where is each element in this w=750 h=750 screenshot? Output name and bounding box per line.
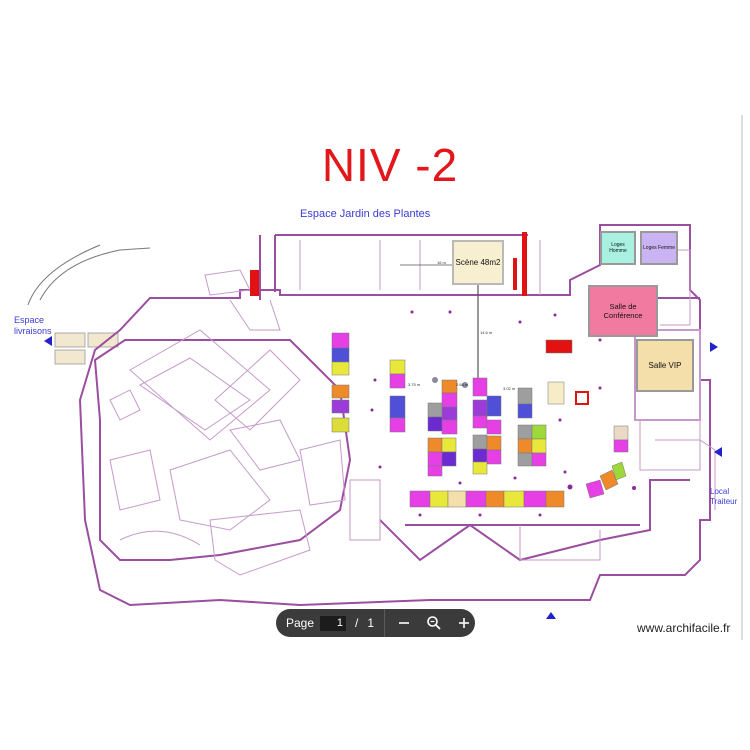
page-separator: /: [355, 616, 359, 630]
dimension-label: 3.75 m: [408, 382, 421, 387]
dimension-label: 3.02 m: [503, 386, 516, 391]
pillars: [370, 310, 636, 517]
zoom-button[interactable]: [423, 612, 445, 634]
magnifier-icon: [427, 616, 441, 630]
vip-room: Salle VIP: [636, 339, 694, 392]
toolbar-divider: [384, 609, 386, 637]
stage-room: Scène 48m2: [452, 240, 504, 285]
pdf-viewer-toolbar: Page / 1: [276, 609, 475, 637]
page-number-input[interactable]: [320, 615, 347, 631]
stage-wall-left: [250, 270, 259, 296]
caterer-label-line1: Local: [710, 487, 730, 496]
entry-arrow-right-top-icon: [710, 342, 718, 352]
dimension-label: 14.6 m: [480, 330, 493, 335]
floor-title: NIV -2: [321, 139, 459, 191]
zoom-in-button[interactable]: [453, 612, 475, 634]
exhibition-stands: [331, 332, 629, 508]
mens-dressing-room: Loges Homme: [600, 231, 636, 265]
interior-partitions: [109, 240, 716, 576]
page-label: Page: [286, 616, 315, 630]
dimension-label: 16 m: [437, 260, 446, 265]
minus-icon: [399, 622, 410, 624]
caterer-label: Local Traiteur: [710, 487, 737, 507]
page-total: 1: [367, 616, 375, 630]
delivery-vans: [54, 332, 119, 365]
deliveries-label: Espace livraisons: [14, 315, 52, 337]
deliveries-label-line1: Espace: [14, 315, 45, 325]
stage-wall-right: [522, 232, 527, 296]
deliveries-label-line2: livraisons: [14, 326, 52, 336]
dimension-label: 2.68 m: [456, 382, 469, 387]
watermark: www.archifacile.fr: [637, 621, 731, 635]
womens-dressing-room: Loges Femme: [640, 231, 678, 265]
entry-arrow-right-icon: [714, 447, 722, 457]
garden-label: Espace Jardin des Plantes: [300, 208, 431, 220]
stage-wall-right-2: [513, 258, 517, 290]
caterer-label-line2: Traiteur: [710, 497, 738, 506]
conference-room: Salle de Conférence: [588, 285, 658, 337]
zoom-out-button[interactable]: [393, 612, 415, 634]
plus-icon: [459, 618, 470, 628]
entry-arrow-left-icon: [44, 336, 52, 346]
entry-arrow-bottom-icon: [546, 612, 556, 619]
